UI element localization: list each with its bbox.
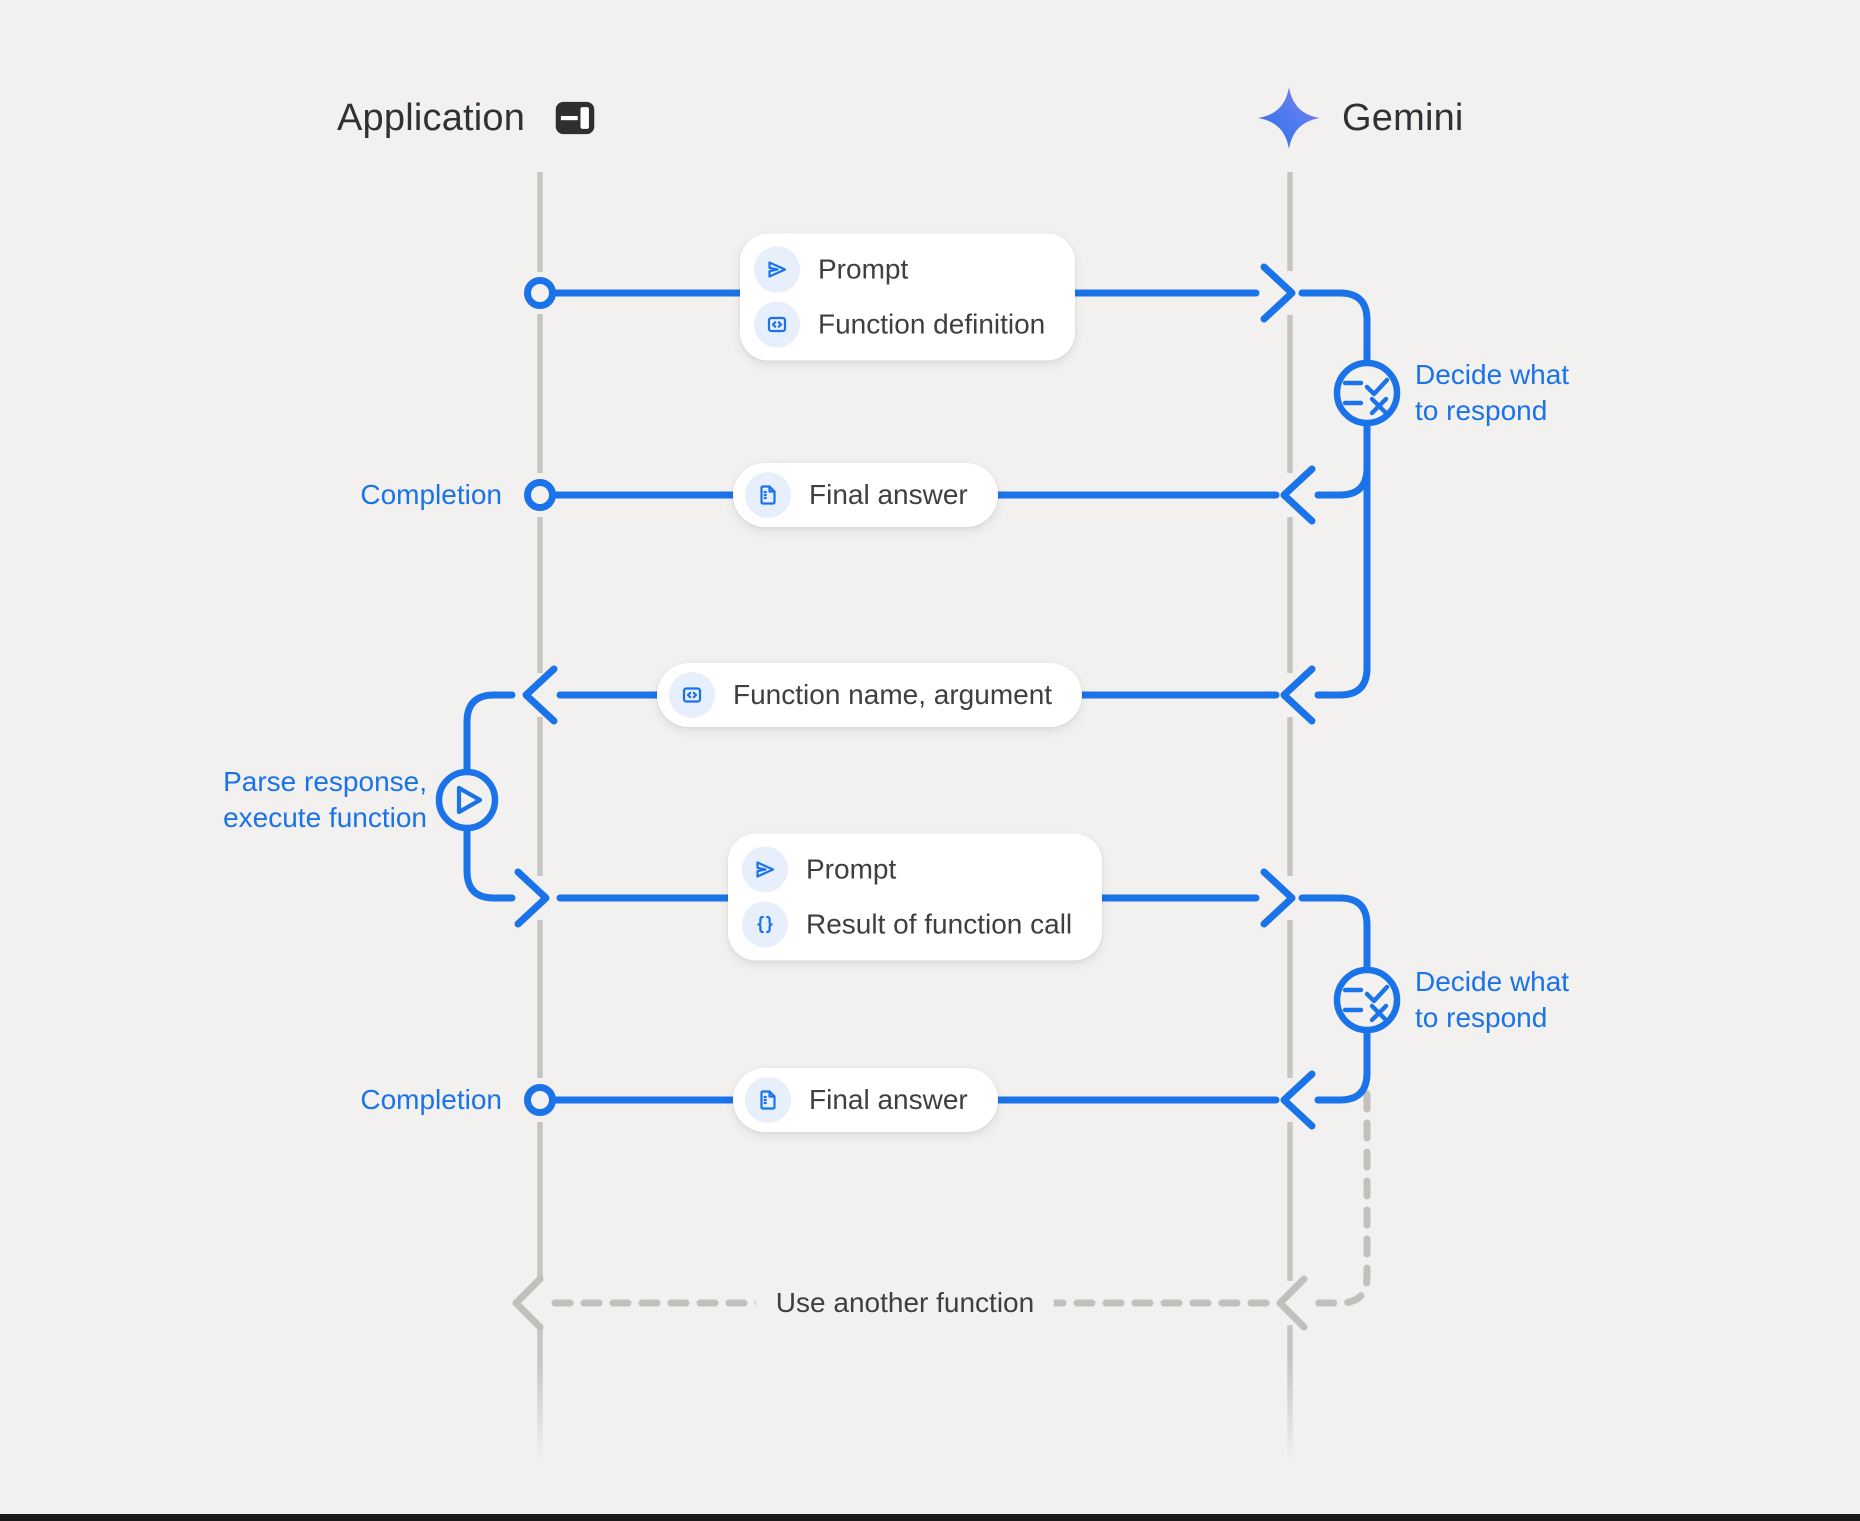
origin-ring-1	[524, 277, 556, 309]
send-icon	[742, 846, 788, 893]
card-row: Prompt	[742, 846, 1072, 893]
gemini-lane-title: Gemini	[1342, 96, 1464, 139]
dashed-arrowhead-gemini	[1276, 1275, 1308, 1331]
card-row-label: Final answer	[809, 479, 968, 510]
decide-node-icon-1	[1333, 359, 1401, 427]
completion-ring-2	[524, 1084, 556, 1116]
decide-label-line: Decide what	[1415, 359, 1570, 390]
message-card-final-answer-2: Final answer	[733, 1068, 998, 1132]
decide-1-to-function-row	[1314, 419, 1371, 699]
card-row: Final answer	[745, 1077, 968, 1123]
card-row: Prompt	[754, 246, 1045, 293]
application-lane-title: Application	[337, 96, 526, 139]
document-icon	[745, 1077, 791, 1123]
completion-label-2: Completion	[360, 1084, 502, 1115]
decide-label-line: to respond	[1415, 1002, 1548, 1033]
execute-node-icon	[435, 768, 499, 832]
gemini-sparkle-icon	[1256, 85, 1322, 151]
curly-braces-icon	[742, 901, 788, 948]
corner-into-decide-2	[1298, 894, 1371, 974]
loop-down-to-parse	[463, 691, 516, 776]
card-row: Function definition	[754, 301, 1046, 348]
card-row: Final answer	[745, 472, 968, 518]
arrowhead-left-final-1	[1280, 465, 1316, 525]
card-row-label: Result of function call	[806, 908, 1073, 940]
branch-final-answer-1	[1314, 464, 1371, 499]
message-card-function-name-argument: Function name, argument	[657, 663, 1083, 727]
arrowhead-left-fn-gemini	[1280, 665, 1316, 725]
app-window-icon	[549, 96, 601, 140]
decide-node-icon-2	[1333, 966, 1401, 1034]
decide-label-line: Decide what	[1415, 966, 1570, 997]
decide-label-2: Decide what to respond	[1415, 964, 1569, 1036]
card-row-label: Prompt	[806, 853, 897, 885]
bottom-border	[0, 1514, 1860, 1521]
document-icon	[745, 472, 791, 518]
code-brackets-icon	[669, 672, 715, 718]
card-row-label: Final answer	[809, 1084, 968, 1115]
origin-rings	[524, 277, 556, 1116]
lane-header-gemini: Gemini	[1256, 85, 1464, 151]
parse-label-line: Parse response,	[223, 766, 427, 797]
arrowhead-left-final-2	[1280, 1070, 1316, 1130]
loop-up-from-parse	[463, 824, 516, 902]
message-card-final-answer-1: Final answer	[733, 463, 998, 527]
card-row: Function name, argument	[669, 672, 1052, 718]
card-row-label: Function definition	[818, 308, 1046, 340]
use-another-function-label: Use another function	[755, 1283, 1055, 1323]
card-row: Result of function call	[742, 901, 1073, 948]
arrowhead-right-app-2	[514, 868, 550, 928]
completion-ring-1	[524, 479, 556, 511]
parse-label-line: execute function	[223, 802, 427, 833]
message-card-prompt-result: Prompt Result of function call	[728, 833, 1103, 961]
decide-label-1: Decide what to respond	[1415, 357, 1569, 429]
decide-label-line: to respond	[1415, 395, 1548, 426]
card-row-label: Function name, argument	[733, 679, 1053, 710]
arrowhead-right-2	[1260, 868, 1296, 928]
card-row-label: Prompt	[818, 253, 909, 285]
parse-execute-label: Parse response, execute function	[223, 764, 427, 836]
arrowhead-left-fn-app	[522, 665, 558, 725]
branch-final-answer-2	[1314, 1026, 1371, 1104]
completion-label-1: Completion	[360, 479, 502, 510]
message-card-prompt-function-definition: Prompt Function definition	[740, 233, 1076, 361]
send-icon	[754, 246, 800, 293]
corner-into-decide-1	[1298, 289, 1371, 367]
dashed-arrowhead-application	[512, 1275, 544, 1331]
lane-header-application: Application	[337, 96, 601, 140]
arrowhead-right-1	[1260, 263, 1296, 323]
code-brackets-icon	[754, 301, 800, 348]
